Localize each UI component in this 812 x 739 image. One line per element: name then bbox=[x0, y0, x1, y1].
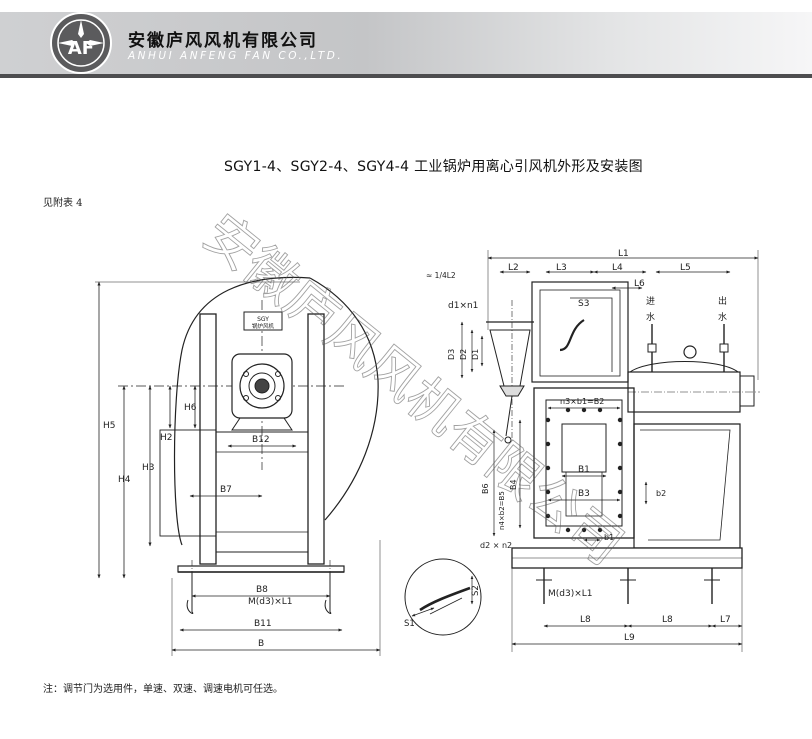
dim-S1: S1 bbox=[404, 619, 415, 629]
dim-L3: L3 bbox=[556, 263, 567, 273]
dim-H2: H2 bbox=[160, 433, 173, 443]
company-name-cn: 安徽庐风风机有限公司 bbox=[128, 31, 318, 51]
dim-d1n1: d1×n1 bbox=[448, 301, 478, 311]
logo-text: AF bbox=[68, 38, 94, 59]
header-rule bbox=[0, 74, 812, 78]
dim-L8b: L8 bbox=[662, 615, 673, 625]
dim-quarter-L2: ≈ 1/4L2 bbox=[426, 271, 456, 280]
dim-L2: L2 bbox=[508, 263, 519, 273]
company-logo: AF bbox=[50, 12, 112, 74]
dim-H6: H6 bbox=[184, 403, 197, 413]
dim-D2: D2 bbox=[459, 349, 468, 360]
front-view: SGY 锅炉风机 bbox=[95, 276, 381, 656]
dim-n4b2: n4×b2=B5 bbox=[498, 491, 506, 530]
dim-L9: L9 bbox=[624, 633, 635, 643]
dim-D3: D3 bbox=[447, 349, 456, 360]
dim-L6: L6 bbox=[634, 279, 645, 289]
dim-H4: H4 bbox=[118, 475, 131, 485]
dim-D1: D1 bbox=[471, 349, 480, 360]
dim-d2n2: d2 × n2 bbox=[480, 541, 512, 550]
dim-B11: B11 bbox=[254, 619, 272, 629]
dim-B6: B6 bbox=[481, 483, 490, 494]
see-table-ref: 见附表 4 bbox=[43, 198, 83, 209]
dim-b1: b1 bbox=[604, 533, 614, 542]
damper-detail-labels: S1 S2 bbox=[404, 585, 481, 629]
dim-L5: L5 bbox=[680, 263, 691, 273]
dim-L7: L7 bbox=[720, 615, 731, 625]
label-outlet-water: 出 bbox=[718, 295, 727, 307]
footnote: 注：调节门为选用件，单速、双速、调速电机可任选。 bbox=[43, 684, 283, 695]
label-inlet-water-2: 水 bbox=[646, 311, 655, 323]
dim-B1: B1 bbox=[578, 465, 590, 475]
dim-H5: H5 bbox=[103, 421, 116, 431]
dim-B: B bbox=[258, 639, 264, 649]
side-view bbox=[460, 250, 760, 652]
dim-L8a: L8 bbox=[580, 615, 591, 625]
dim-B12: B12 bbox=[252, 435, 270, 445]
dim-B7: B7 bbox=[220, 485, 232, 495]
dim-B3: B3 bbox=[578, 489, 590, 499]
dim-b2: b2 bbox=[656, 489, 666, 498]
dim-S3: S3 bbox=[578, 299, 589, 309]
drawing-title: SGY1-4、SGY2-4、SGY4-4 工业锅炉用离心引风机外形及安装图 bbox=[224, 159, 643, 175]
dim-L4: L4 bbox=[612, 263, 623, 273]
dim-n3b1: n3×b1=B2 bbox=[560, 397, 604, 406]
label-inlet-water: 进 bbox=[646, 296, 655, 307]
dim-bolt: M(d3)×L1 bbox=[248, 597, 293, 607]
dim-S2: S2 bbox=[471, 585, 481, 596]
damper-detail bbox=[404, 558, 482, 636]
header-band bbox=[0, 12, 812, 74]
side-view-labels: L1 ≈ 1/4L2 L2 L3 L4 L5 L6 d1×n1 S3 D3 D2… bbox=[426, 249, 731, 643]
dim-H3: H3 bbox=[142, 463, 155, 473]
company-name-en: ANHUI ANFENG FAN CO.,LTD. bbox=[128, 50, 344, 62]
nameplate-line1: SGY bbox=[257, 316, 269, 323]
nameplate-line2: 锅炉风机 bbox=[252, 322, 275, 330]
dim-side-bolt: M(d3)×L1 bbox=[548, 589, 593, 599]
dim-B8: B8 bbox=[256, 585, 268, 595]
dim-B4: B4 bbox=[509, 479, 518, 490]
front-view-labels: H5 H4 H3 H2 H6 B12 B7 B8 M(d3)×L1 B11 B bbox=[103, 403, 293, 649]
dim-L1: L1 bbox=[618, 249, 629, 259]
label-outlet-water-2: 水 bbox=[718, 311, 727, 323]
